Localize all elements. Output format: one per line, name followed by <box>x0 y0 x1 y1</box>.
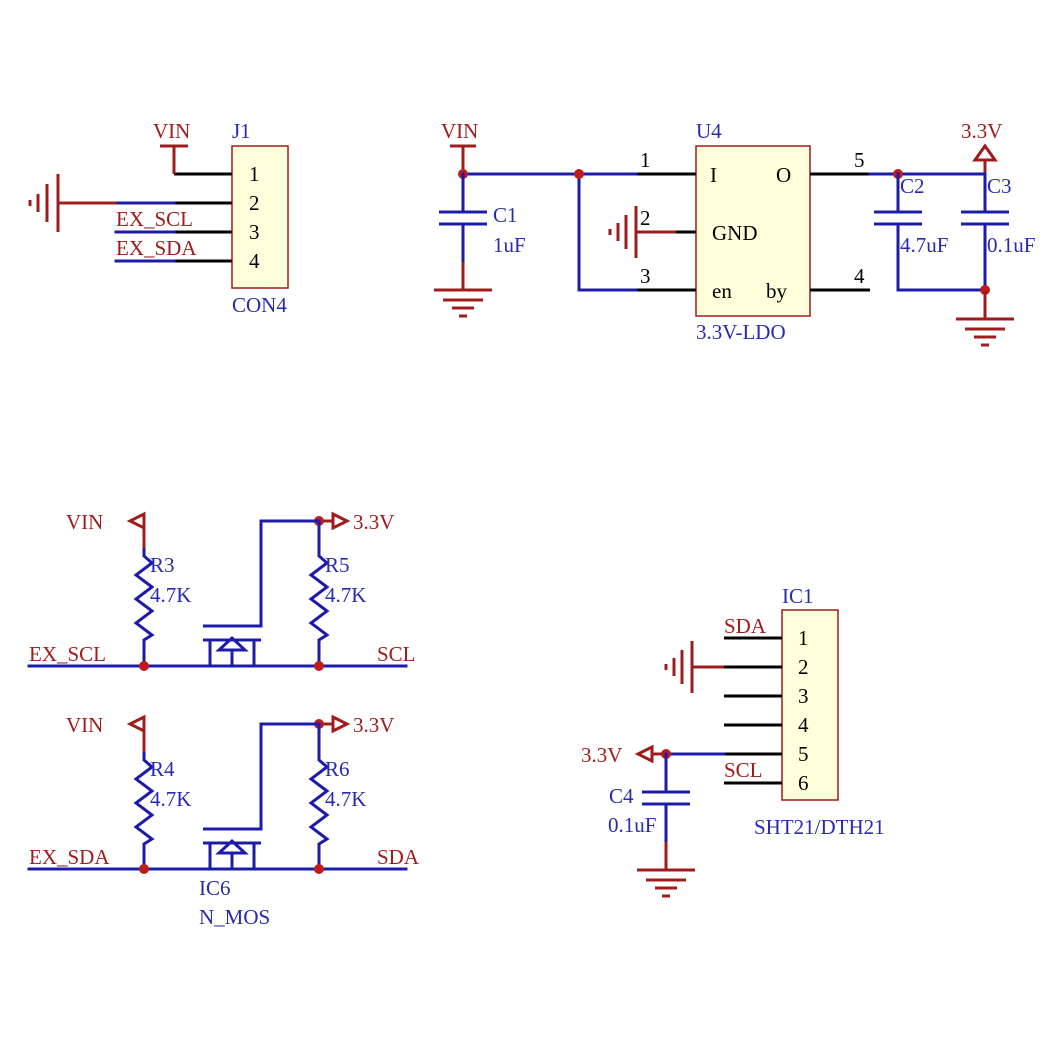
out-ground-icon <box>956 317 1014 347</box>
u4-pin-by-label: by <box>766 279 788 303</box>
scl-nmos-transistor <box>203 624 261 666</box>
ic1-ref: IC1 <box>782 584 814 608</box>
ic1-ground-icon <box>664 641 724 693</box>
sda-3v3-label: 3.3V <box>353 713 394 737</box>
ic1-3v3-label: 3.3V <box>581 743 622 767</box>
ldo-input-net: VIN C1 1uF <box>434 119 638 318</box>
sda-nmos-transistor <box>203 827 261 869</box>
c3-value: 0.1uF <box>987 233 1035 257</box>
u4-value: 3.3V-LDO <box>696 320 786 344</box>
sda-3v3-arrow-icon <box>331 714 351 734</box>
u4-pin3-num: 3 <box>640 264 651 288</box>
r5-value: 4.7K <box>325 583 366 607</box>
ic1-pin2-label: 2 <box>798 655 809 679</box>
junction-dot <box>314 661 324 671</box>
u4-pin-en-label: en <box>712 279 732 303</box>
r5-resistor <box>308 521 330 666</box>
ic1-pin5-label: 5 <box>798 742 809 766</box>
r5-ref: R5 <box>325 553 350 577</box>
c4-value: 0.1uF <box>608 813 656 837</box>
level-shifter-scl: VIN R3 4.7K 3.3V R5 4.7K EX_SCL SCL <box>27 510 416 671</box>
ic1-pin3-label: 3 <box>798 684 809 708</box>
j1-ref: J1 <box>232 119 251 143</box>
scl-net-in-label: EX_SCL <box>29 642 106 666</box>
junction-dot <box>139 864 149 874</box>
r4-ref: R4 <box>150 757 175 781</box>
c4-ref: C4 <box>609 784 634 808</box>
ic1-sda-label: SDA <box>724 614 767 638</box>
ic1-pin1-label: 1 <box>798 626 809 650</box>
sda-gate-wire <box>259 722 321 831</box>
sda-net-out-label: SDA <box>377 845 420 869</box>
ldo-regulator-u4: U4 3.3V-LDO I O GND en by 1 2 3 4 5 <box>608 119 870 344</box>
c2-value: 4.7uF <box>900 233 948 257</box>
r3-ref: R3 <box>150 553 175 577</box>
u4-pin2-num: 2 <box>640 206 651 230</box>
u4-ref: U4 <box>696 119 722 143</box>
level-shifter-sda: VIN R4 4.7K 3.3V R6 4.7K EX_SDA SDA IC6 … <box>27 713 420 929</box>
junction-dot <box>314 864 324 874</box>
connector-j1: J1 CON4 1 2 3 4 VIN EX_SCL EX_SDA <box>28 119 289 317</box>
c1-ref: C1 <box>493 203 518 227</box>
j1-pin3-label: 3 <box>249 220 260 244</box>
j1-pin4-label: 4 <box>249 249 260 273</box>
u4-pin-gnd-label: GND <box>712 221 758 245</box>
sensor-ic1: IC1 SHT21/DTH21 1 2 3 4 5 6 SDA SCL 3.3V <box>581 584 885 898</box>
j1-ex-sda-label: EX_SDA <box>116 236 197 260</box>
ldo-3v3-arrow-icon <box>972 143 998 174</box>
u4-pin-i-label: I <box>710 163 717 187</box>
r6-ref: R6 <box>325 757 350 781</box>
ic1-pin4-label: 4 <box>798 713 809 737</box>
r4-value: 4.7K <box>150 787 191 811</box>
c1-value: 1uF <box>493 233 526 257</box>
ldo-3v3-label: 3.3V <box>961 119 1002 143</box>
j1-pin2-label: 2 <box>249 191 260 215</box>
scl-vin-arrow-icon <box>126 511 146 531</box>
junction-dot <box>574 169 584 179</box>
j1-body <box>231 145 289 289</box>
c2-ref: C2 <box>900 174 925 198</box>
j1-value: CON4 <box>232 293 287 317</box>
junction-dot <box>139 661 149 671</box>
u4-pin-o-label: O <box>776 163 791 187</box>
ldo-output-net: 3.3V C2 4.7uF C3 0.1uF <box>868 119 1035 347</box>
c1-ground-icon <box>434 288 492 318</box>
r6-resistor <box>308 724 330 869</box>
j1-ex-scl-label: EX_SCL <box>116 207 193 231</box>
c4-ground-icon <box>637 868 695 898</box>
ic1-body <box>781 609 839 801</box>
scl-net-out-label: SCL <box>377 642 416 666</box>
ic1-pin6-label: 6 <box>798 771 809 795</box>
sda-net-in-label: EX_SDA <box>29 845 110 869</box>
ic1-3v3-arrow-icon <box>634 744 654 764</box>
scl-gate-wire <box>259 519 321 628</box>
u4-body <box>695 145 811 317</box>
ic1-scl-label: SCL <box>724 758 763 782</box>
scl-3v3-arrow-icon <box>331 511 351 531</box>
r3-resistor <box>133 548 155 666</box>
u4-ground-icon <box>608 206 676 258</box>
j1-vin-label: VIN <box>153 119 190 143</box>
ic6-ref: IC6 <box>199 876 231 900</box>
ic1-value: SHT21/DTH21 <box>754 815 885 839</box>
sda-vin-arrow-icon <box>126 714 146 734</box>
j1-pin1-label: 1 <box>249 162 260 186</box>
r4-resistor <box>133 752 155 869</box>
ic6-value: N_MOS <box>199 905 270 929</box>
u4-pin4-num: 4 <box>854 264 865 288</box>
scl-vin-label: VIN <box>66 510 103 534</box>
u4-pin5-num: 5 <box>854 148 865 172</box>
u4-pin1-num: 1 <box>640 148 651 172</box>
c3-ref: C3 <box>987 174 1012 198</box>
scl-3v3-label: 3.3V <box>353 510 394 534</box>
r6-value: 4.7K <box>325 787 366 811</box>
r3-value: 4.7K <box>150 583 191 607</box>
ldo-vin-label: VIN <box>441 119 478 143</box>
j1-ground-icon <box>28 174 118 232</box>
sda-vin-label: VIN <box>66 713 103 737</box>
